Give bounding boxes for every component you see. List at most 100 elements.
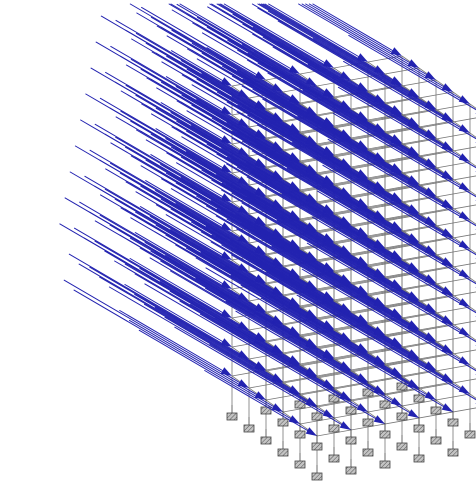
- fixed-support-block: [430, 406, 442, 415]
- load-arrow-shaft: [305, 3, 429, 76]
- load-arrow-head: [373, 415, 385, 424]
- load-arrow-head: [390, 397, 402, 406]
- load-arrow-shaft: [215, 215, 446, 350]
- load-arrow-shaft: [223, 3, 327, 64]
- load-arrow-shaft: [312, 216, 476, 314]
- load-arrow-shaft: [104, 188, 259, 279]
- load-arrow-shaft: [140, 130, 327, 240]
- load-arrow-shaft: [68, 253, 242, 355]
- load-arrow-shaft: [170, 91, 344, 193]
- load-arrow-shaft: [242, 23, 412, 123]
- load-arrow-shaft: [220, 92, 344, 165]
- load-arrow-shaft: [175, 244, 395, 373]
- load-arrow-shaft: [224, 266, 310, 316]
- load-arrow-shaft: [89, 149, 242, 239]
- load-arrow-head: [458, 327, 470, 336]
- load-arrow-shaft: [149, 277, 293, 362]
- fixed-support-block: [447, 448, 459, 457]
- load-arrow-shaft: [138, 329, 293, 420]
- load-arrow-shaft: [210, 261, 361, 350]
- load-arrow-shaft: [241, 44, 327, 94]
- load-arrow-shaft: [141, 6, 259, 76]
- load-arrow-shaft: [266, 271, 429, 367]
- load-arrow-shaft: [214, 318, 310, 374]
- load-arrow-shaft: [251, 170, 378, 245]
- fixed-support-block: [277, 418, 289, 427]
- load-arrow-shaft: [176, 162, 446, 320]
- load-arrow-shaft: [264, 3, 378, 70]
- load-arrow-shaft: [252, 33, 446, 147]
- load-arrow-shaft: [257, 7, 446, 118]
- load-arrow-shaft: [139, 206, 225, 256]
- load-arrow-shaft: [109, 224, 293, 332]
- load-arrows: [59, 3, 476, 436]
- load-arrow-shaft: [165, 214, 446, 378]
- fixed-support-block: [379, 430, 391, 439]
- load-arrow-head: [271, 403, 283, 412]
- load-arrow-shaft: [119, 234, 327, 356]
- load-arrow-shaft: [135, 32, 259, 105]
- load-arrow-shaft: [226, 66, 344, 136]
- load-arrow-shaft: [105, 71, 242, 152]
- load-arrow-shaft: [94, 240, 259, 337]
- load-arrow-shaft: [246, 176, 463, 303]
- load-arrow-shaft: [150, 154, 225, 198]
- load-arrow-head: [220, 367, 232, 376]
- load-arrow-shaft: [256, 144, 378, 216]
- load-arrow-shaft: [260, 3, 395, 82]
- load-arrow-shaft: [307, 63, 429, 135]
- load-arrow-shaft: [155, 52, 327, 153]
- load-arrow-shaft: [149, 216, 259, 280]
- load-arrow-shaft: [236, 228, 463, 361]
- load-arrow-shaft: [195, 140, 395, 257]
- load-arrow-shaft: [185, 212, 310, 286]
- fixed-support-block: [294, 430, 306, 439]
- load-arrow-shaft: [271, 128, 412, 211]
- load-arrow-shaft: [150, 195, 344, 309]
- load-arrow-head: [458, 182, 470, 191]
- load-arrow-shaft: [170, 153, 378, 275]
- fixed-support-block: [226, 412, 238, 421]
- load-arrow-shaft: [297, 115, 429, 193]
- load-arrow-shaft: [200, 196, 344, 281]
- load-arrow-shaft: [94, 185, 276, 292]
- load-arrow-shaft: [332, 112, 476, 198]
- load-arrow-shaft: [154, 231, 378, 362]
- load-arrow-shaft: [245, 162, 310, 200]
- load-arrow-shaft: [174, 264, 310, 344]
- load-arrow-head: [458, 153, 470, 162]
- load-arrow-shaft: [154, 251, 293, 333]
- load-arrow-head: [458, 240, 470, 249]
- load-arrow-shaft: [154, 190, 259, 251]
- load-arrow-shaft: [184, 274, 344, 368]
- load-arrow-shaft: [125, 146, 293, 245]
- load-arrow-shaft: [201, 114, 395, 228]
- load-arrow-shaft: [241, 85, 446, 205]
- fixed-support-block: [294, 400, 306, 409]
- load-arrow-shaft: [204, 370, 310, 432]
- load-arrow-shaft: [206, 26, 361, 117]
- load-arrow-shaft: [235, 214, 310, 258]
- load-arrow-shaft: [109, 107, 276, 205]
- load-arrow-shaft: [337, 86, 476, 169]
- load-arrow-shaft: [154, 306, 276, 378]
- load-arrow-head: [441, 83, 453, 92]
- load-arrow-shaft: [124, 208, 327, 327]
- load-arrow-shaft: [169, 290, 310, 373]
- load-arrow-shaft: [144, 283, 378, 420]
- load-arrow-shaft: [205, 267, 446, 408]
- load-arrow-head: [458, 211, 470, 220]
- fixed-support-block: [362, 448, 374, 457]
- load-arrow-shaft: [114, 81, 276, 176]
- load-arrow-shaft: [266, 154, 412, 240]
- load-arrow-shaft: [343, 60, 476, 140]
- load-arrow-shaft: [181, 136, 446, 291]
- load-arrow-shaft: [257, 3, 412, 94]
- load-arrow-shaft: [312, 38, 429, 106]
- load-arrow-shaft: [240, 284, 412, 385]
- fixed-support-block: [464, 430, 476, 439]
- load-arrow-shaft: [250, 136, 310, 171]
- load-arrow-shaft: [209, 344, 310, 403]
- fixed-support-block: [277, 448, 289, 457]
